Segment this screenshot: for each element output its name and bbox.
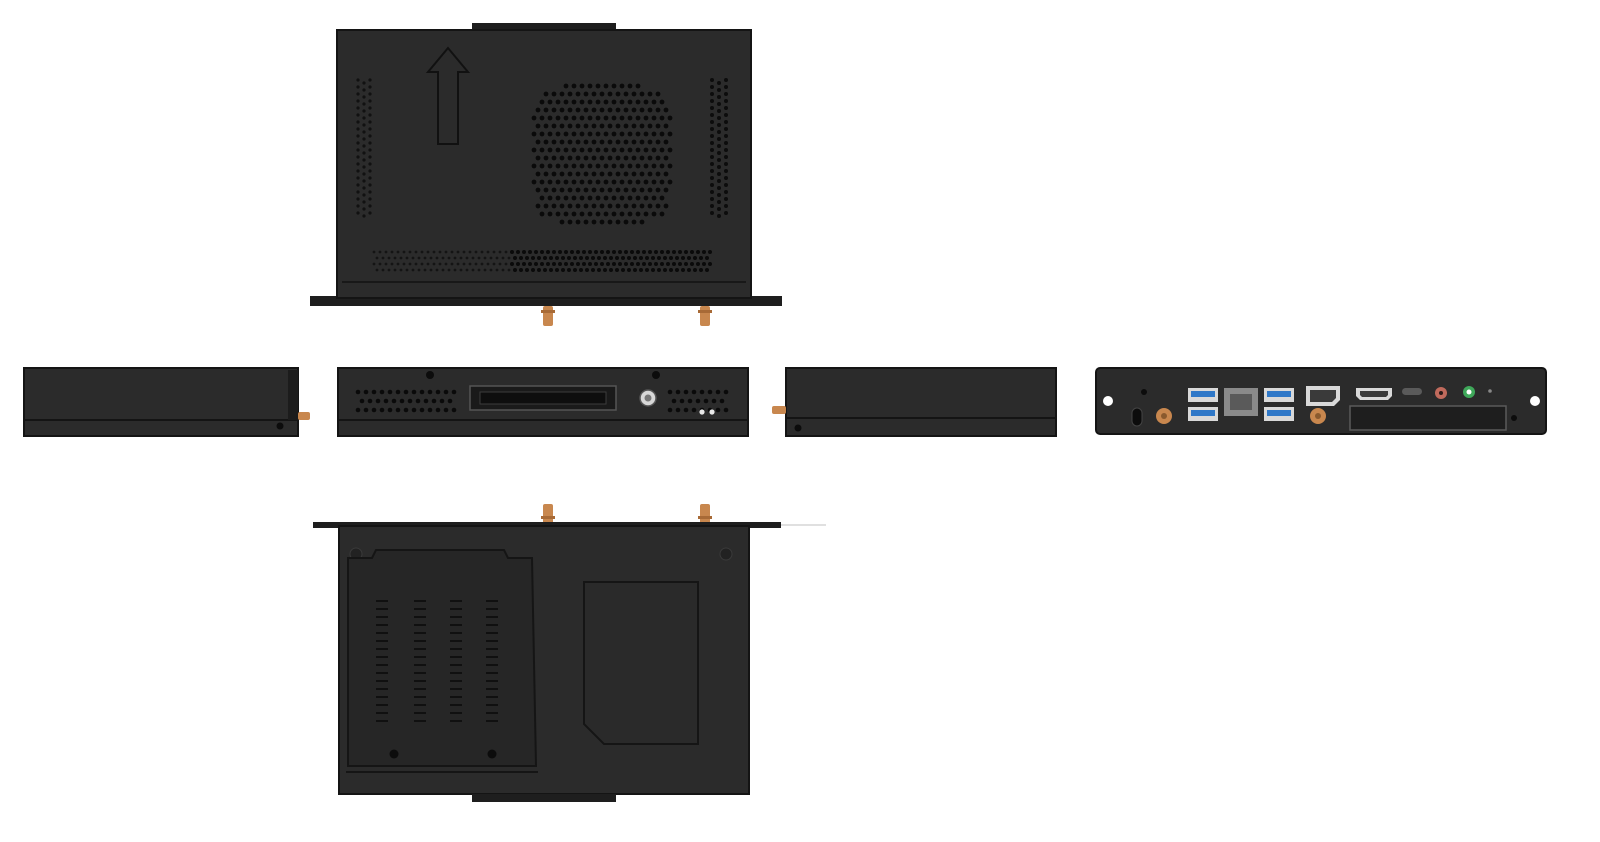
right-side-view: [772, 367, 1057, 437]
top-mount-flange: [310, 296, 782, 306]
usb-port-3: [1264, 388, 1294, 402]
expansion-slot-cover: [1349, 405, 1507, 431]
wifi-antenna-connector-2: [1310, 408, 1326, 424]
front-view: [337, 367, 749, 437]
front-vent-right: [667, 389, 729, 415]
screw-icon: [276, 422, 284, 430]
screw-icon: [794, 424, 802, 432]
usb-port-2: [1188, 407, 1218, 421]
top-view: [310, 23, 782, 326]
bottom-tab: [472, 794, 616, 802]
screw-icon: [389, 749, 399, 759]
audio-jack-line-out: [1463, 386, 1475, 398]
indicator-led: [1141, 389, 1147, 395]
bottom-view: [313, 504, 826, 802]
antenna-side-right: [772, 406, 786, 414]
ethernet-port: [1224, 388, 1258, 416]
usb-port-1: [1188, 388, 1218, 402]
fan-vent-grille: [531, 83, 673, 225]
bottom-vent-strip: [372, 250, 712, 272]
antenna-bottom-right: [698, 504, 712, 524]
antenna-bottom-left: [541, 504, 555, 524]
front-vent-left: [355, 389, 457, 413]
kensington-lock-icon: [1131, 407, 1143, 427]
side-vent-right: [710, 78, 728, 218]
ops-connector: [469, 385, 617, 411]
antenna-right: [698, 306, 712, 326]
left-side-body: [23, 367, 299, 437]
label-plate-outline: [583, 581, 699, 745]
left-side-view: [23, 367, 310, 437]
bottom-vent-slots: [376, 600, 498, 722]
hdmi-port: [1356, 388, 1392, 400]
right-side-body: [785, 367, 1057, 437]
service-access-panel: [346, 549, 538, 773]
rear-io-view: [1095, 367, 1547, 435]
side-vent-left: [356, 78, 372, 218]
antenna-side-left: [298, 412, 310, 420]
usb-port-4: [1264, 407, 1294, 421]
screw-icon: [487, 749, 497, 759]
top-chassis-panel: [336, 29, 752, 299]
mount-hole-left: [1103, 396, 1113, 406]
usb-c-port: [1402, 388, 1422, 395]
power-button-icon: [639, 389, 657, 407]
antenna-left: [541, 306, 555, 326]
arrow-icon: [425, 46, 471, 145]
displayport-port: [1306, 386, 1340, 406]
audio-jack-mic: [1435, 387, 1447, 399]
wifi-antenna-connector-1: [1156, 408, 1172, 424]
mount-hole-right: [1530, 396, 1540, 406]
